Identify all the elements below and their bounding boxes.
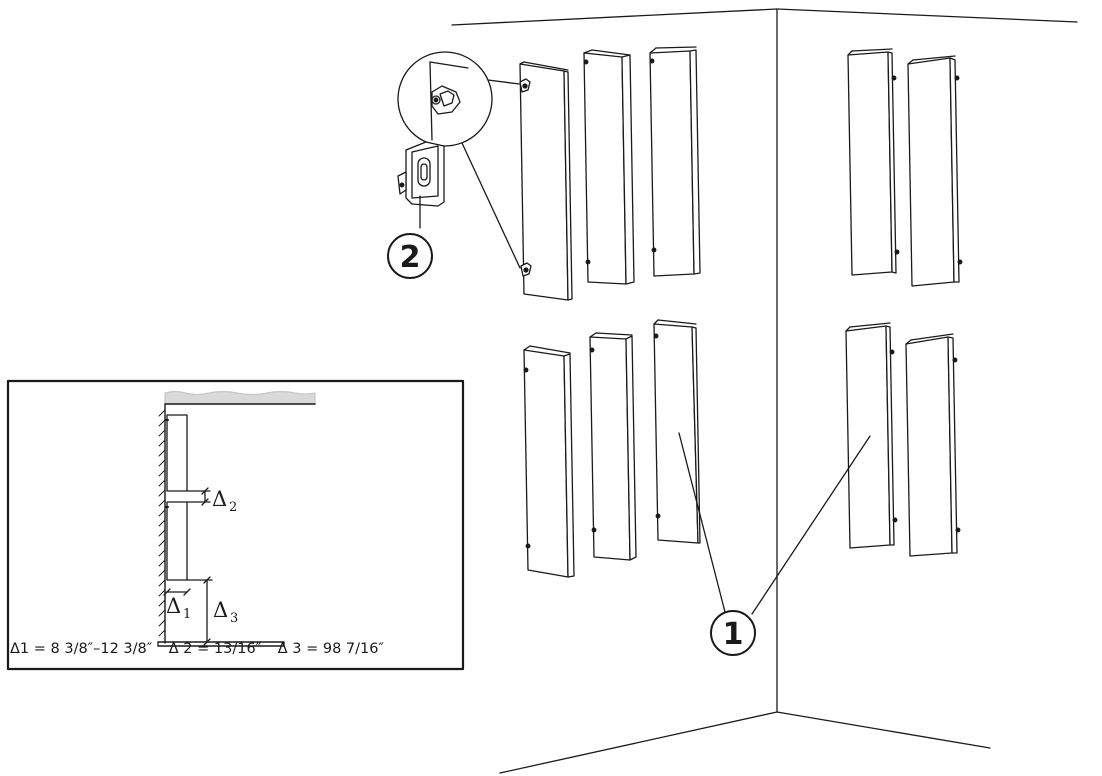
panel <box>649 46 701 277</box>
inset-delta3-symbol: Δ <box>213 598 228 622</box>
panel <box>907 55 963 287</box>
panel-brackets <box>519 78 532 277</box>
floor-line-left <box>499 711 778 774</box>
formula-delta1: Δ1 = 8 3/8″–12 3/8″ <box>10 641 153 657</box>
inset-ceiling <box>164 390 316 405</box>
inset-frame <box>6 379 465 671</box>
ceiling-line-left <box>451 8 778 26</box>
inset-delta2-symbol: Δ <box>212 487 227 511</box>
inset-delta1-sub: 1 <box>183 607 191 622</box>
callout-2-label: 2 <box>400 240 421 275</box>
formula-delta2: Δ 2 = 13/16″ <box>168 641 262 657</box>
callout-1-label: 1 <box>723 617 744 652</box>
panel <box>523 345 575 578</box>
panel <box>905 333 961 557</box>
inset-upper-panel <box>166 414 188 492</box>
inset-delta3-sub: 3 <box>230 611 238 626</box>
inset-delta1-symbol: Δ <box>166 594 181 618</box>
floor-line-right <box>776 711 991 749</box>
room-corner <box>451 8 1078 774</box>
inset-delta2-sub: 2 <box>229 500 237 515</box>
inset-lower-panel <box>166 501 188 581</box>
inset-formulas: Δ1 = 8 3/8″–12 3/8″ Δ 2 = 13/16″ Δ 3 = 9… <box>10 641 460 657</box>
callout-2: 2 <box>387 233 433 279</box>
panel <box>845 322 898 549</box>
detail-panel-edge <box>429 61 469 141</box>
panel <box>653 319 701 544</box>
acoustic-panels <box>519 46 963 578</box>
panel <box>847 48 900 276</box>
bracket-top <box>519 78 531 93</box>
panel <box>583 49 635 285</box>
formula-delta3: Δ 3 = 98 7/16″ <box>277 641 384 657</box>
panel <box>589 332 637 561</box>
dimension-inset: Δ 2 Δ 1 Δ 3 <box>6 379 465 671</box>
bracket-bottom <box>520 262 532 277</box>
inset-wall-hatch <box>158 404 166 644</box>
detail-bracket <box>431 85 461 115</box>
ceiling-line-right <box>776 8 1078 23</box>
panel <box>519 61 573 301</box>
detail-magnifier <box>397 51 521 269</box>
callout-1: 1 <box>678 432 871 656</box>
wall-bracket <box>397 141 445 229</box>
